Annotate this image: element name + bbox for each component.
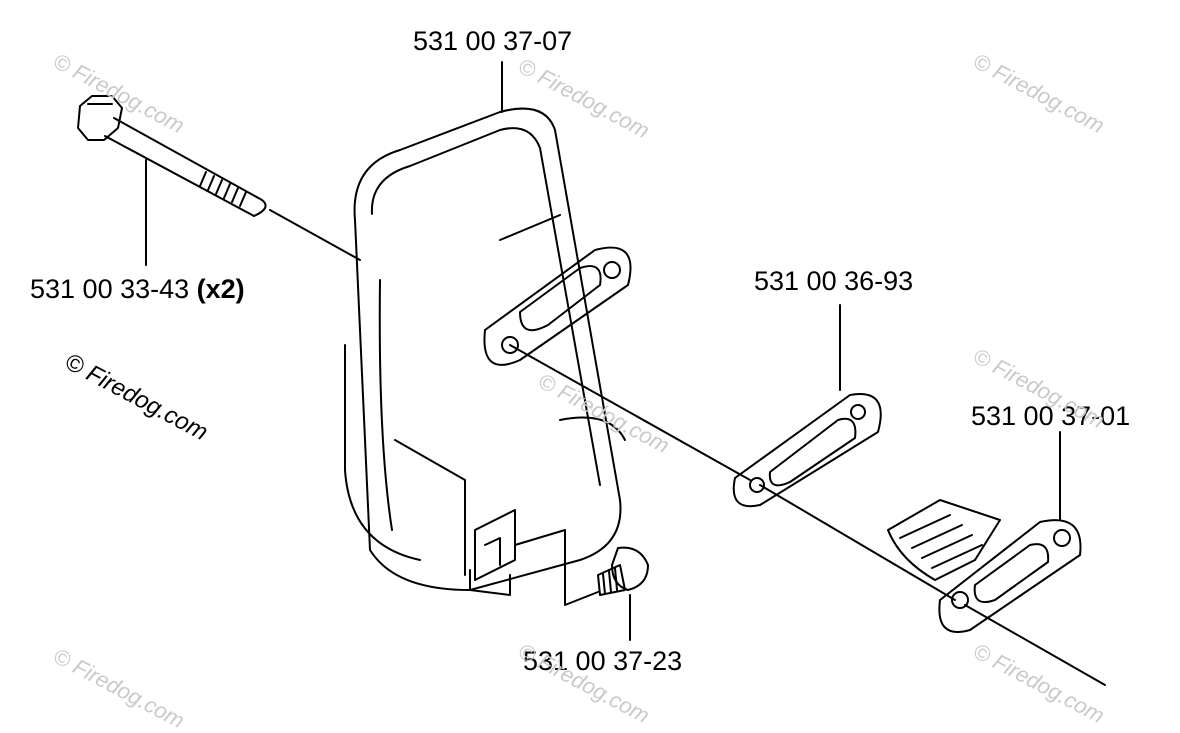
leader-lines	[145, 61, 1106, 686]
spark-screen-part	[887, 499, 1082, 633]
label-gasket: 531 00 36-93	[754, 268, 913, 295]
bolt-part	[77, 95, 267, 217]
label-muffler: 531 00 37-07	[413, 28, 572, 55]
label-spark-screen: 531 00 37-01	[971, 403, 1130, 430]
label-screw-text: 531 00 37-23	[523, 646, 683, 676]
gasket-part	[732, 393, 882, 508]
label-muffler-text: 531 00 37-07	[413, 26, 573, 56]
label-bolt: 531 00 33-43 (x2)	[30, 276, 245, 303]
label-bolt-qty: (x2)	[196, 274, 245, 304]
label-screw: 531 00 37-23	[523, 648, 682, 675]
label-bolt-text: 531 00 33-43	[30, 274, 190, 304]
label-gasket-text: 531 00 36-93	[754, 266, 914, 296]
parts-diagram	[77, 61, 1106, 686]
screw-part	[597, 546, 649, 596]
muffler-part	[344, 107, 632, 596]
label-spark-screen-text: 531 00 37-01	[971, 401, 1131, 431]
